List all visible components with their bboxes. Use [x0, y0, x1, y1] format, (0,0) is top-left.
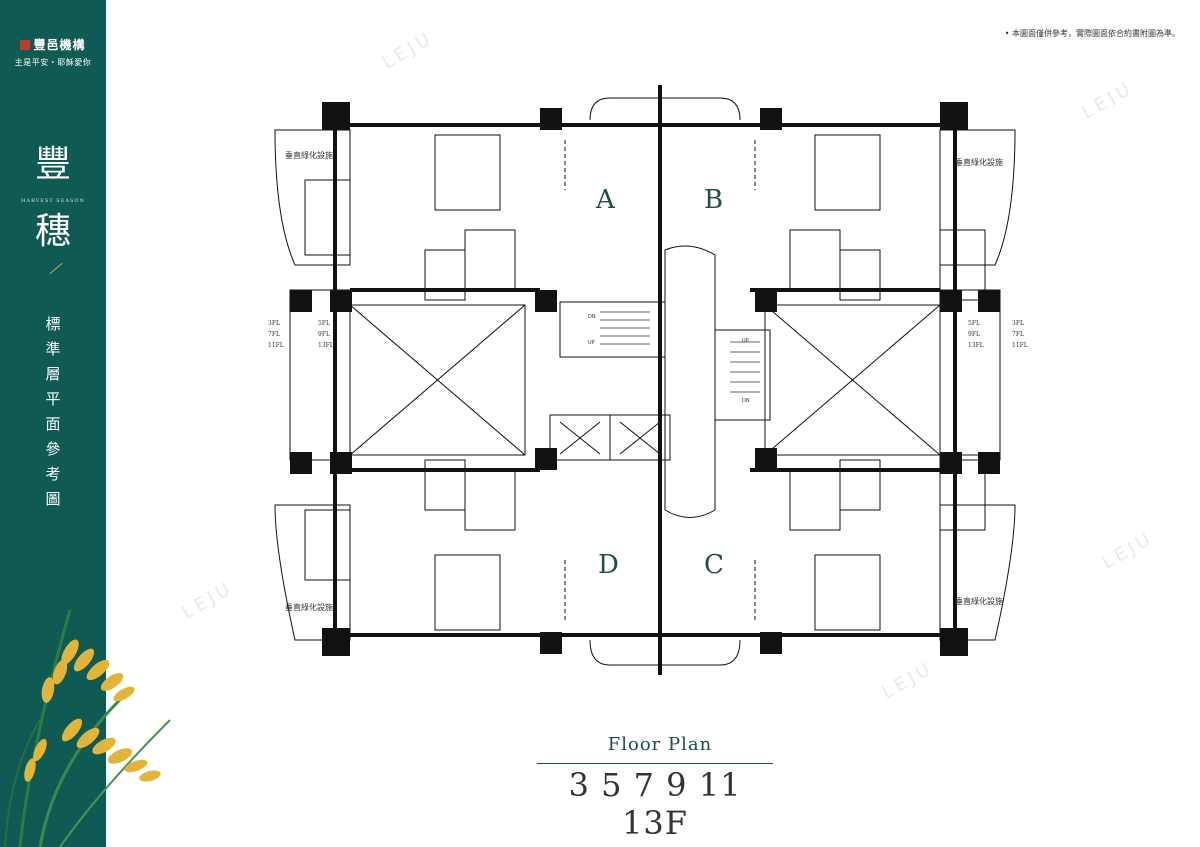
- brand-logo-icon: [20, 40, 31, 50]
- watermark: LEJU: [378, 27, 438, 74]
- project-name-en: HARVEST SEASON: [21, 198, 85, 204]
- greening-label: 垂直綠化設施: [285, 603, 333, 612]
- stair-label-dn: DN: [588, 314, 596, 320]
- stair-label-up: UP: [588, 340, 595, 346]
- brand-slogan: 主是平安・耶穌愛你: [14, 58, 92, 67]
- project-name-char-1: 豐: [34, 144, 71, 185]
- plan-title: 標 準 層 平 面 參 考 圖: [0, 312, 106, 512]
- greening-label: 垂直綠化設施: [955, 158, 1003, 167]
- caption-floor-list: 3 5 7 9 11 13F: [568, 766, 742, 842]
- brand-block: 豐邑機構 主是平安・耶穌愛你: [0, 36, 106, 68]
- plan-title-char: 準: [45, 340, 61, 358]
- brand-name: 豐邑機構: [33, 38, 86, 52]
- floor-label-right-outer: 3FL 7FL 11FL: [1012, 320, 1028, 349]
- floor-label-right-inner: 5FL 9FL 13FL: [968, 320, 984, 349]
- gold-divider: [49, 262, 63, 275]
- plan-title-char: 標: [45, 315, 61, 333]
- plan-title-char: 面: [45, 415, 61, 433]
- floor-label-left-inner: 5FL 9FL 13FL: [318, 320, 334, 349]
- caption-rule: [537, 763, 773, 764]
- rice-stalk-illustration: [4, 609, 171, 847]
- watermark: LEJU: [1098, 527, 1158, 574]
- watermark: LEJU: [178, 577, 238, 624]
- disclaimer-note: • 本圖面僅供參考，實際圖面依合約書附圖為準。: [1004, 29, 1180, 38]
- unit-label-c: C: [704, 550, 724, 580]
- caption-floor-plan: Floor Plan: [607, 734, 713, 755]
- unit-label-a: A: [596, 185, 615, 215]
- unit-label-b: B: [704, 185, 724, 215]
- stair-label-dn: DN: [742, 398, 750, 404]
- floor-label-left-outer: 3FL 7FL 11FL: [268, 320, 284, 349]
- stair-label-up: UP: [742, 338, 749, 344]
- unit-label-d: D: [598, 550, 619, 580]
- plan-title-char: 考: [45, 465, 61, 483]
- floor-plan-drawing: [274, 85, 1016, 675]
- plan-title-char: 圖: [45, 490, 61, 508]
- greening-label: 垂直綠化設施: [285, 151, 333, 160]
- project-name-char-2: 穗: [34, 211, 71, 252]
- plan-title-char: 平: [45, 390, 61, 408]
- plan-title-char: 參: [45, 440, 61, 458]
- greening-label: 垂直綠化設施: [955, 597, 1003, 606]
- brand-sidebar: 豐邑機構 主是平安・耶穌愛你 豐 穗 HARVEST SEASON 標 準 層 …: [0, 0, 106, 847]
- watermark: LEJU: [1078, 77, 1138, 124]
- plan-title-char: 層: [45, 365, 61, 383]
